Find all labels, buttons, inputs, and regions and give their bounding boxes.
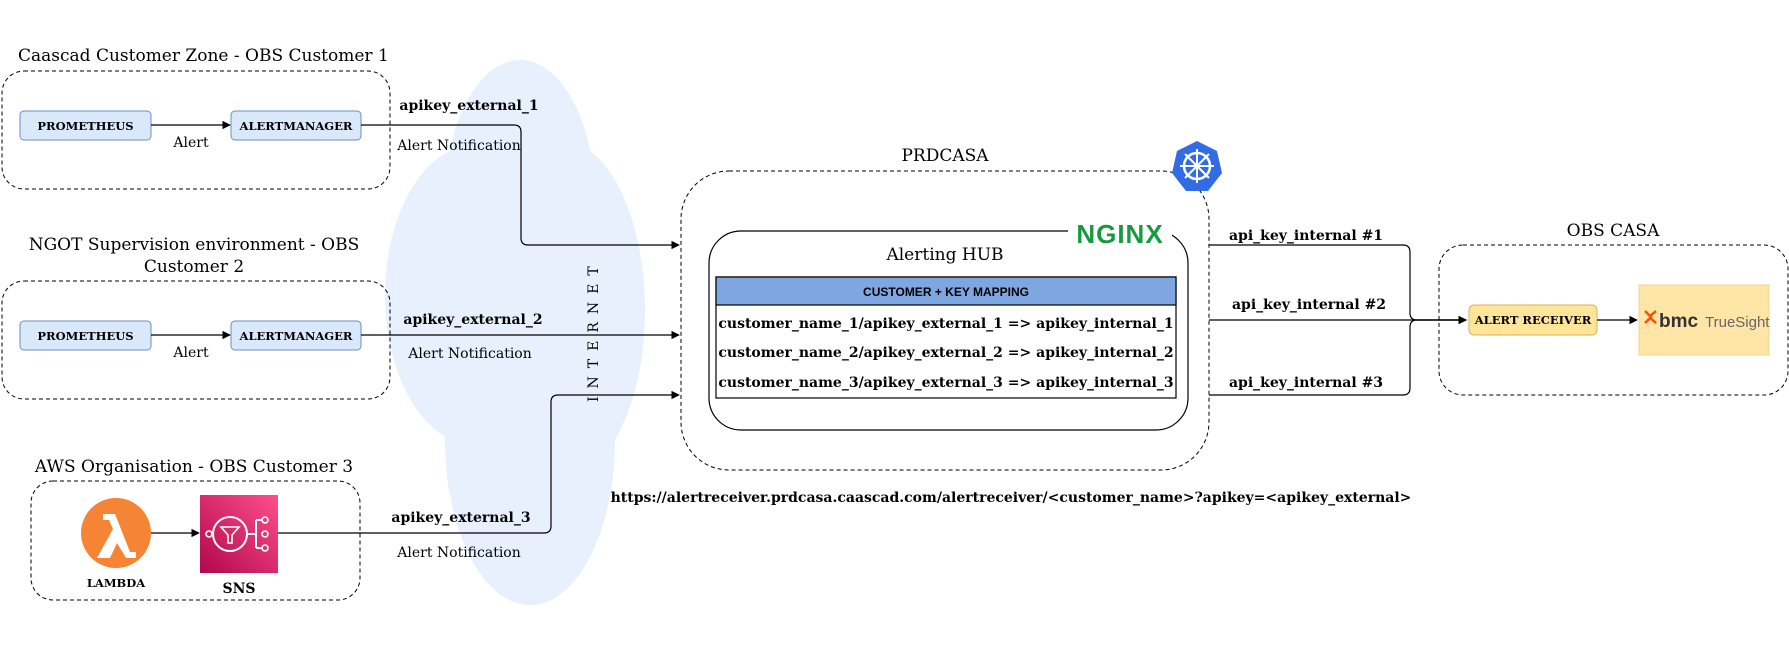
prometheus-label: PROMETHEUS [37,119,133,133]
api-key-internal-2-label: api_key_internal #2 [1232,297,1386,313]
alert-notification-label-2: Alert Notification [407,346,532,362]
alert-notification-edge-3 [278,390,680,534]
sns-icon[interactable] [200,495,278,573]
lambda-icon[interactable] [81,498,151,568]
alert-notification-label-1: Alert Notification [396,138,521,154]
apikey-external-3-label: apikey_external_3 [391,510,530,526]
lambda-label: LAMBDA [87,576,146,590]
svg-text:bmc: bmc [1659,311,1699,332]
bmc-truesight-logo: bmc TrueSight [1638,284,1770,356]
endpoint-url: https://alertreceiver.prdcasa.caascad.co… [611,490,1412,506]
prometheus-node-1[interactable]: PROMETHEUS [19,110,152,141]
alert-notification-edge-1 [361,124,680,250]
customer1-zone [1,70,391,190]
alertmanager-label: ALERTMANAGER [239,119,353,133]
customer2-zone-title-line1: NGOT Supervision environment - OBS [29,235,360,255]
customer2-zone-title-line2: Customer 2 [144,257,244,277]
mapping-row-3: customer_name_3/apikey_external_3 => api… [718,375,1173,391]
customer2-zone [1,280,391,400]
internet-cloud [385,60,645,605]
alertmanager-node-1[interactable]: ALERTMANAGER [230,110,362,141]
prometheus-label: PROMETHEUS [37,329,133,343]
sns-label: SNS [222,581,255,597]
prdcasa-zone [680,170,1210,471]
alerting-hub-title: Alerting HUB [885,245,1003,265]
api-key-internal-3-label: api_key_internal #3 [1229,375,1383,391]
svg-text:NGINX: NGINX [1076,219,1163,249]
prometheus-node-2[interactable]: PROMETHEUS [19,320,152,351]
internal-key-edge-3 [1209,315,1467,396]
obscasa-zone [1438,244,1789,396]
alert-label-2: Alert [172,345,209,361]
mapping-header [715,276,1177,306]
alertmanager-node-2[interactable]: ALERTMANAGER [230,320,362,351]
customer1-zone-title: Caascad Customer Zone - OBS Customer 1 [18,46,389,66]
apikey-external-1-label: apikey_external_1 [399,98,538,114]
alert-label-1: Alert [172,135,209,151]
obscasa-title: OBS CASA [1567,221,1660,241]
api-key-internal-1-label: api_key_internal #1 [1229,228,1383,244]
kubernetes-icon [1172,141,1222,191]
svg-text:TrueSight: TrueSight [1705,314,1770,331]
alert-receiver-node[interactable]: ALERT RECEIVER [1468,304,1598,336]
prdcasa-title: PRDCASA [901,146,989,166]
customer3-zone-title: AWS Organisation - OBS Customer 3 [34,457,353,477]
nginx-logo: NGINX [1076,219,1163,249]
alert-notification-label-3: Alert Notification [396,545,521,561]
mapping-row-1: customer_name_1/apikey_external_1 => api… [718,316,1173,332]
internet-label: INTERNET [586,258,602,402]
apikey-external-2-label: apikey_external_2 [403,312,542,328]
mapping-row-2: customer_name_2/apikey_external_2 => api… [718,345,1173,361]
alertmanager-label: ALERTMANAGER [239,329,353,343]
mapping-header-label: CUSTOMER + KEY MAPPING [863,285,1029,299]
customer3-zone [30,480,361,601]
alert-receiver-label: ALERT RECEIVER [1474,313,1592,327]
